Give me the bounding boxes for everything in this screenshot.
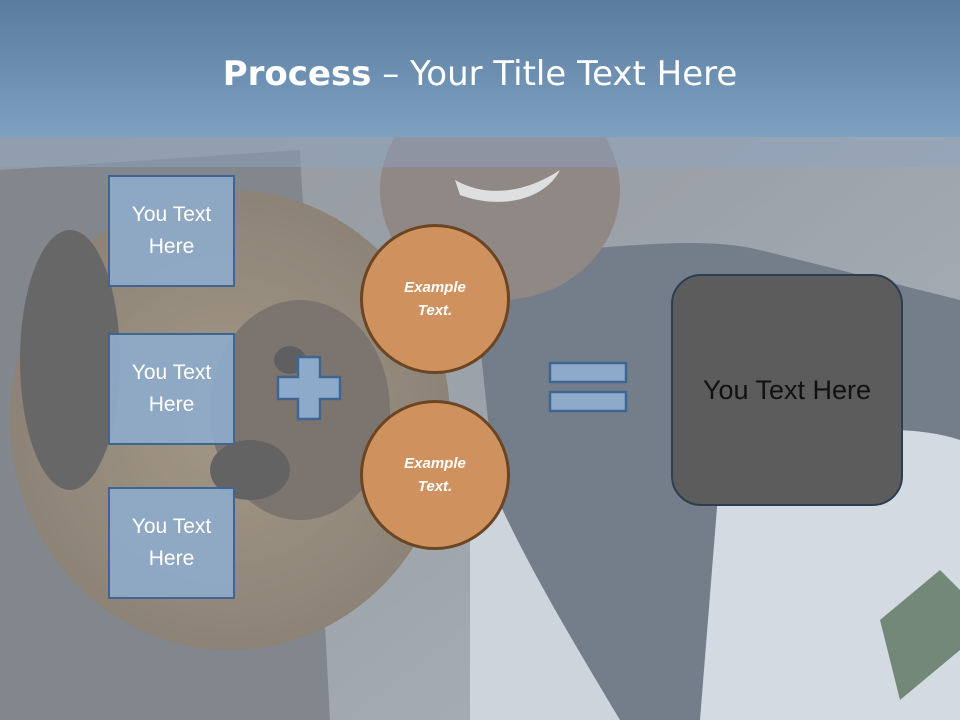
text-box-3[interactable]: You Text Here — [108, 487, 235, 599]
title-bar — [0, 0, 960, 137]
result-box[interactable]: You Text Here — [671, 274, 903, 506]
text-box-1-line1: You Text — [131, 203, 212, 226]
text-box-2-line1: You Text — [131, 361, 212, 384]
example-circle-1-line2: Text. — [417, 302, 453, 319]
result-box-label: You Text Here — [702, 374, 872, 405]
text-box-3-label: You Text Here — [117, 511, 227, 575]
text-box-1[interactable]: You Text Here — [108, 175, 235, 287]
title-bar-shadow — [0, 137, 960, 167]
text-box-3-line2: Here — [148, 547, 195, 570]
equals-icon — [548, 361, 630, 415]
slide-title-bold: Process — [222, 54, 372, 94]
text-box-2-label: You Text Here — [117, 357, 227, 421]
example-circle-1[interactable]: Example Text. — [360, 224, 510, 374]
text-box-2[interactable]: You Text Here — [108, 333, 235, 445]
example-circle-2[interactable]: Example Text. — [360, 400, 510, 550]
text-box-2-line2: Here — [148, 393, 195, 416]
slide-title[interactable]: Process – Your Title Text Here — [0, 52, 960, 96]
text-box-3-line1: You Text — [131, 515, 212, 538]
slide-title-rest: – Your Title Text Here — [371, 54, 738, 94]
example-circle-2-line1: Example — [404, 455, 466, 472]
example-circle-2-line2: Text. — [417, 478, 453, 495]
plus-icon — [276, 355, 342, 421]
example-circle-1-line1: Example — [404, 279, 466, 296]
text-box-1-line2: Here — [148, 235, 195, 258]
text-box-1-label: You Text Here — [117, 199, 227, 263]
